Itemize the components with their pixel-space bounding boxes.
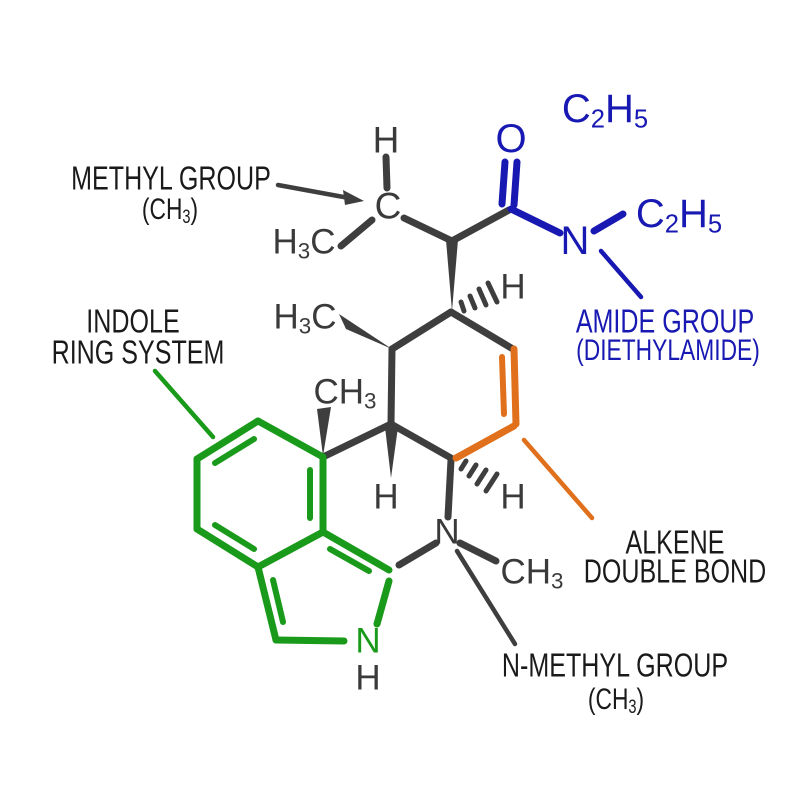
atom-ch3-ring-methyl: CH3: [313, 372, 377, 414]
callout-pointers: [152, 182, 644, 647]
methyl-arrow-line: [275, 182, 352, 201]
hash-mark: [458, 458, 469, 472]
hash-bond-c8-h: [458, 280, 500, 314]
bond-nring-to-nmethyl: [456, 539, 500, 565]
indole-bonds: [193, 417, 393, 645]
atom-h-ring-center: H: [373, 477, 399, 517]
atom-n-ring: N: [434, 512, 460, 552]
pyrrole-inner-double: [327, 546, 372, 574]
wedge-h-ring-center: [385, 427, 398, 478]
atom-o-carbonyl: O: [495, 117, 527, 161]
pyrrole-inner-double: [270, 577, 286, 625]
wedge-apex-to-ring-d: [446, 240, 458, 311]
benzene-edge: [193, 525, 262, 571]
bond-alkene-to-c5: [452, 422, 518, 462]
dark-bonds: [319, 153, 517, 569]
atom-h-c8: H: [500, 267, 526, 307]
alkene-bonds: [452, 345, 520, 462]
benzene-edge: [254, 528, 327, 571]
amide-group-label: AMIDE GROUP: [575, 302, 755, 340]
atom-c-methine: C: [374, 185, 402, 227]
carbonyl-double-bond-line1: [498, 158, 509, 208]
atom-n-indole: N: [355, 621, 381, 661]
wedge-bonds: [317, 240, 458, 478]
amide-group-subtitle: (DIETHYLAMIDE): [576, 334, 760, 367]
ring-c-topleft-edge: [319, 420, 395, 461]
alkene-pointer: [521, 437, 595, 521]
methyl-group-label: METHYL GROUP: [71, 159, 271, 197]
wedge-ch3-to-junction: [317, 407, 331, 456]
bond-namide-to-ethyl: [590, 210, 627, 235]
indole-label-line2: RING SYSTEM: [51, 333, 225, 371]
alkene-label-line1: ALKENE: [625, 523, 725, 561]
atom-h-indole: H: [355, 658, 381, 698]
amide-pointer: [598, 248, 644, 300]
hash-mark: [467, 293, 478, 311]
atom-h3c-ring-methyl: H3C: [273, 297, 337, 339]
pyrrole-edge: [319, 528, 393, 574]
bond-methine-to-apex: [400, 214, 456, 245]
atom-c2h5-upper: C2H5: [561, 87, 649, 134]
alkene-main-line: [510, 345, 520, 428]
n-methyl-group-formula: (CH3): [587, 683, 645, 719]
alkene-label-line2: DOUBLE BOND: [583, 552, 767, 590]
alkene-inner-line: [499, 354, 507, 417]
benzene-edge: [193, 417, 262, 463]
atom-ch3-n-methyl: CH3: [500, 552, 564, 594]
benzene-inner-double: [212, 522, 257, 552]
n-methyl-group-label: N-METHYL GROUP: [501, 646, 729, 684]
hash-mark: [483, 471, 500, 494]
methyl-arrowhead: [343, 190, 364, 205]
ring-d-left-edge: [387, 345, 396, 428]
indole-label-line1: INDOLE: [86, 302, 180, 340]
hash-mark: [474, 467, 489, 487]
hash-mark: [476, 286, 489, 308]
ring-d-topleft-edge: [388, 308, 455, 353]
bond-c5-to-nring: [444, 456, 455, 521]
bond-carbonyl-to-namide: [507, 205, 564, 237]
hash-bond-c5-h: [458, 458, 500, 494]
atom-h-c5: H: [500, 477, 526, 517]
atom-c2h5-lower: C2H5: [635, 192, 723, 239]
bond-h-to-methine: [382, 153, 391, 192]
atom-h-methine: H: [372, 119, 400, 161]
pyrrole-edge: [373, 577, 393, 628]
carbonyl-double-bond-line2: [510, 158, 521, 209]
benzene-inner-double: [212, 436, 257, 466]
ring-d-topright-edge: [447, 308, 517, 353]
bond-nring-to-indole-c2: [395, 539, 440, 569]
nmethyl-pointer: [454, 548, 518, 647]
hash-mark: [466, 462, 479, 479]
methyl-group-formula: (CH3): [141, 193, 199, 229]
hash-mark: [485, 280, 500, 305]
benzene-edge: [254, 417, 327, 461]
hash-mark: [458, 299, 467, 314]
pyrrole-edge: [254, 563, 280, 644]
indole-pointer: [152, 368, 216, 440]
amide-bonds: [498, 158, 627, 237]
atom-n-amide: N: [560, 219, 590, 263]
ring-cd-shared-edge: [387, 420, 455, 462]
bond-apex-to-carbonyl: [448, 206, 513, 245]
atom-h3c-side-methyl: H3C: [272, 222, 336, 264]
pyrrole-edge: [272, 636, 348, 645]
bond-methine-to-methyl: [337, 216, 376, 250]
wedge-h3c-to-ring-d: [339, 314, 392, 349]
